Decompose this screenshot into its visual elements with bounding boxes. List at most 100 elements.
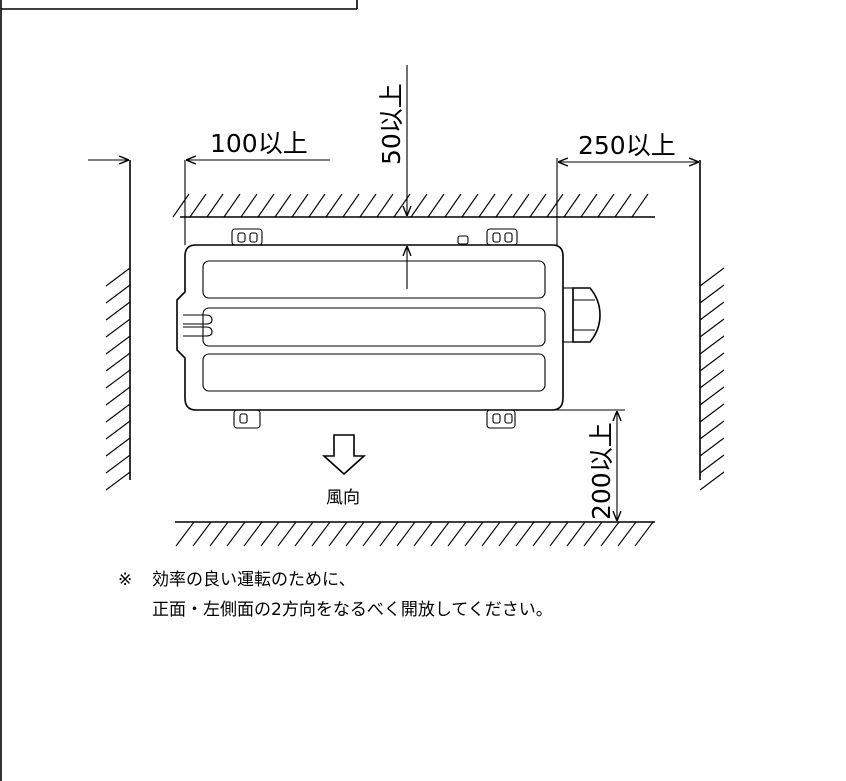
note-mark: ※ <box>118 570 132 590</box>
hatch-line <box>532 521 552 547</box>
hatch-line <box>209 521 229 547</box>
hatch-line <box>376 193 394 218</box>
hatch-line <box>699 318 725 338</box>
left-wall <box>105 160 131 491</box>
hatch-line <box>362 521 382 547</box>
hatch-line <box>277 521 297 547</box>
hatch-line <box>580 193 598 218</box>
hatch-line <box>495 193 513 218</box>
hatch-line <box>105 335 131 355</box>
hatch-line <box>566 521 586 547</box>
hatch-line <box>105 437 131 457</box>
hatch-line <box>240 193 258 218</box>
mounting-foot-top-right <box>486 228 518 246</box>
dimension-top-label: 50以上 <box>377 83 406 165</box>
hatch-line <box>342 193 360 218</box>
hatch-line <box>699 301 725 321</box>
hatch-line <box>105 369 131 389</box>
note-line-2: 正面・左側面の2方向をなるべく開放してください。 <box>152 600 553 620</box>
hatch-line <box>308 193 326 218</box>
hatch-line <box>223 193 241 218</box>
hatch-line <box>257 193 275 218</box>
hatch-line <box>189 193 207 218</box>
hatch-line <box>291 193 309 218</box>
hatch-line <box>274 193 292 218</box>
hatch-line <box>105 386 131 406</box>
hatch-line <box>311 521 331 547</box>
hatch-line <box>614 193 632 218</box>
hatch-line <box>461 193 479 218</box>
hatch-line <box>379 521 399 547</box>
hatch-line <box>699 471 725 491</box>
page-frame <box>0 0 358 781</box>
hatch-line <box>617 521 637 547</box>
hatch-line <box>549 521 569 547</box>
hatch-line <box>396 521 416 547</box>
service-valve <box>562 287 601 343</box>
hatch-line <box>563 193 581 218</box>
airflow-arrow-icon <box>321 434 367 476</box>
hatch-line <box>427 193 445 218</box>
hatch-line <box>345 521 365 547</box>
hatch-line <box>699 420 725 440</box>
dimension-left: 100以上 <box>88 129 330 245</box>
grille-panel-bottom <box>202 353 546 392</box>
right-wall <box>699 160 725 491</box>
hatch-line <box>328 521 348 547</box>
dimension-front: 200以上 <box>520 409 625 520</box>
hatch-line <box>464 521 484 547</box>
hatch-line <box>105 352 131 372</box>
hatch-line <box>634 521 654 547</box>
bottom-wall <box>175 521 655 547</box>
hatch-line <box>699 335 725 355</box>
airflow-label: 風向 <box>326 488 360 508</box>
grille-panel-top <box>202 260 546 299</box>
hatch-line <box>699 454 725 474</box>
hatch-line <box>583 521 603 547</box>
hatch-line <box>413 521 433 547</box>
hatch-line <box>498 521 518 547</box>
mounting-foot-bottom-right <box>486 409 516 429</box>
hatch-line <box>260 521 280 547</box>
hatch-line <box>481 521 501 547</box>
hatch-line <box>105 471 131 491</box>
hatch-line <box>206 193 224 218</box>
hatch-line <box>515 521 535 547</box>
hatch-line <box>226 521 246 547</box>
hatch-line <box>631 193 649 218</box>
top-wall <box>172 193 655 218</box>
hatch-line <box>359 193 377 218</box>
hatch-line <box>699 386 725 406</box>
hatch-line <box>447 521 467 547</box>
hatch-line <box>105 284 131 304</box>
mounting-foot-bottom-left <box>233 409 261 429</box>
handle-slots <box>183 314 213 337</box>
dimension-right-label: 250以上 <box>578 131 676 160</box>
hatch-line <box>172 193 190 218</box>
hatch-line <box>175 521 195 547</box>
hatch-line <box>294 521 314 547</box>
hatch-line <box>105 318 131 338</box>
hatch-line <box>243 521 263 547</box>
hatch-line <box>699 369 725 389</box>
dimension-top: 50以上 <box>377 65 407 289</box>
dimension-front-label: 200以上 <box>587 422 616 520</box>
mounting-foot-top-left <box>231 228 263 246</box>
hatch-line <box>529 193 547 218</box>
hatch-line <box>105 454 131 474</box>
hatch-line <box>105 403 131 423</box>
top-knob <box>457 235 469 245</box>
hatch-line <box>105 267 131 287</box>
hatch-line <box>597 193 615 218</box>
hatch-line <box>600 521 620 547</box>
hatch-line <box>699 352 725 372</box>
hatch-line <box>699 267 725 287</box>
airflow-indicator: 風向 <box>321 434 367 508</box>
hatch-line <box>699 284 725 304</box>
hatch-line <box>444 193 462 218</box>
hatch-line <box>699 403 725 423</box>
hatch-line <box>430 521 450 547</box>
dimension-left-label: 100以上 <box>210 129 308 158</box>
